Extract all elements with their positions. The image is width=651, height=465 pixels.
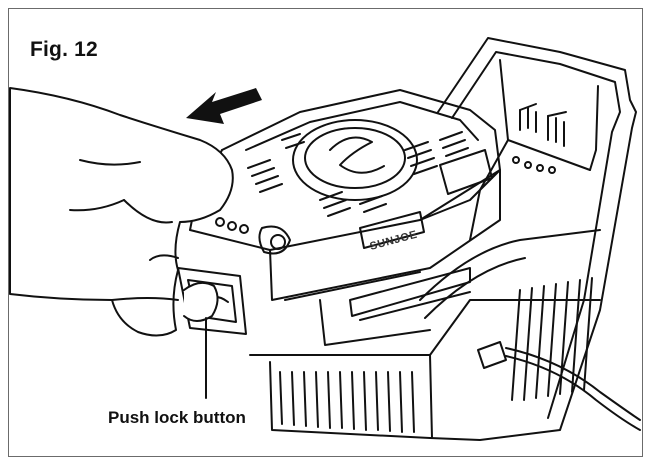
callout-label: Push lock button — [108, 408, 246, 427]
charger-body — [249, 37, 637, 441]
hand — [9, 87, 234, 337]
figure-label: Fig. 12 — [30, 38, 98, 61]
direction-arrow — [186, 88, 262, 124]
power-cord — [477, 341, 641, 431]
brand-label: SUNJOE — [369, 229, 419, 253]
battery-pack — [177, 89, 501, 346]
